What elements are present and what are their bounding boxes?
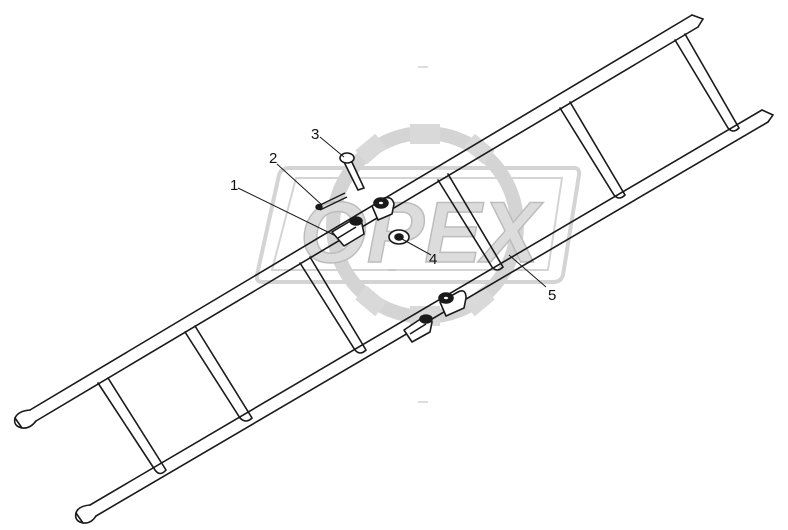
lower-rail-end-cap-right xyxy=(761,109,775,123)
callout-2: 2 xyxy=(269,150,277,167)
cotter-pin-part xyxy=(315,192,348,211)
upper-rail-end-cap-left xyxy=(13,409,37,429)
callout-5: 5 xyxy=(548,287,556,304)
rung xyxy=(299,256,368,354)
upper-rail xyxy=(13,14,705,429)
lower-rail-end-cap-left xyxy=(74,504,97,524)
callout-4: 4 xyxy=(429,251,437,268)
callout-3: 3 xyxy=(311,126,319,143)
rung xyxy=(184,325,254,422)
leader-line-4 xyxy=(401,238,432,256)
hinge-bracket-lower-rail xyxy=(403,314,433,343)
leader-line-5 xyxy=(508,254,547,288)
rung xyxy=(674,33,740,132)
leader-line-3 xyxy=(319,136,345,158)
rung xyxy=(437,173,505,271)
hinge-bracket-upper-left xyxy=(331,216,365,247)
rung xyxy=(97,377,167,475)
hinge-bracket-upper-loose xyxy=(371,196,395,221)
hinge-bracket-lower-loose xyxy=(438,290,467,317)
callout-1: 1 xyxy=(230,177,238,194)
leader-line-1 xyxy=(237,187,337,237)
leader-line-2 xyxy=(276,163,323,206)
rung xyxy=(559,101,627,199)
leader-lines xyxy=(237,136,547,288)
watermark-banner xyxy=(254,166,582,284)
hinge-brackets xyxy=(331,196,467,343)
clevis-pin-part xyxy=(339,152,366,191)
washer-part xyxy=(388,229,410,245)
upper-rail-end-cap-right xyxy=(691,14,705,28)
